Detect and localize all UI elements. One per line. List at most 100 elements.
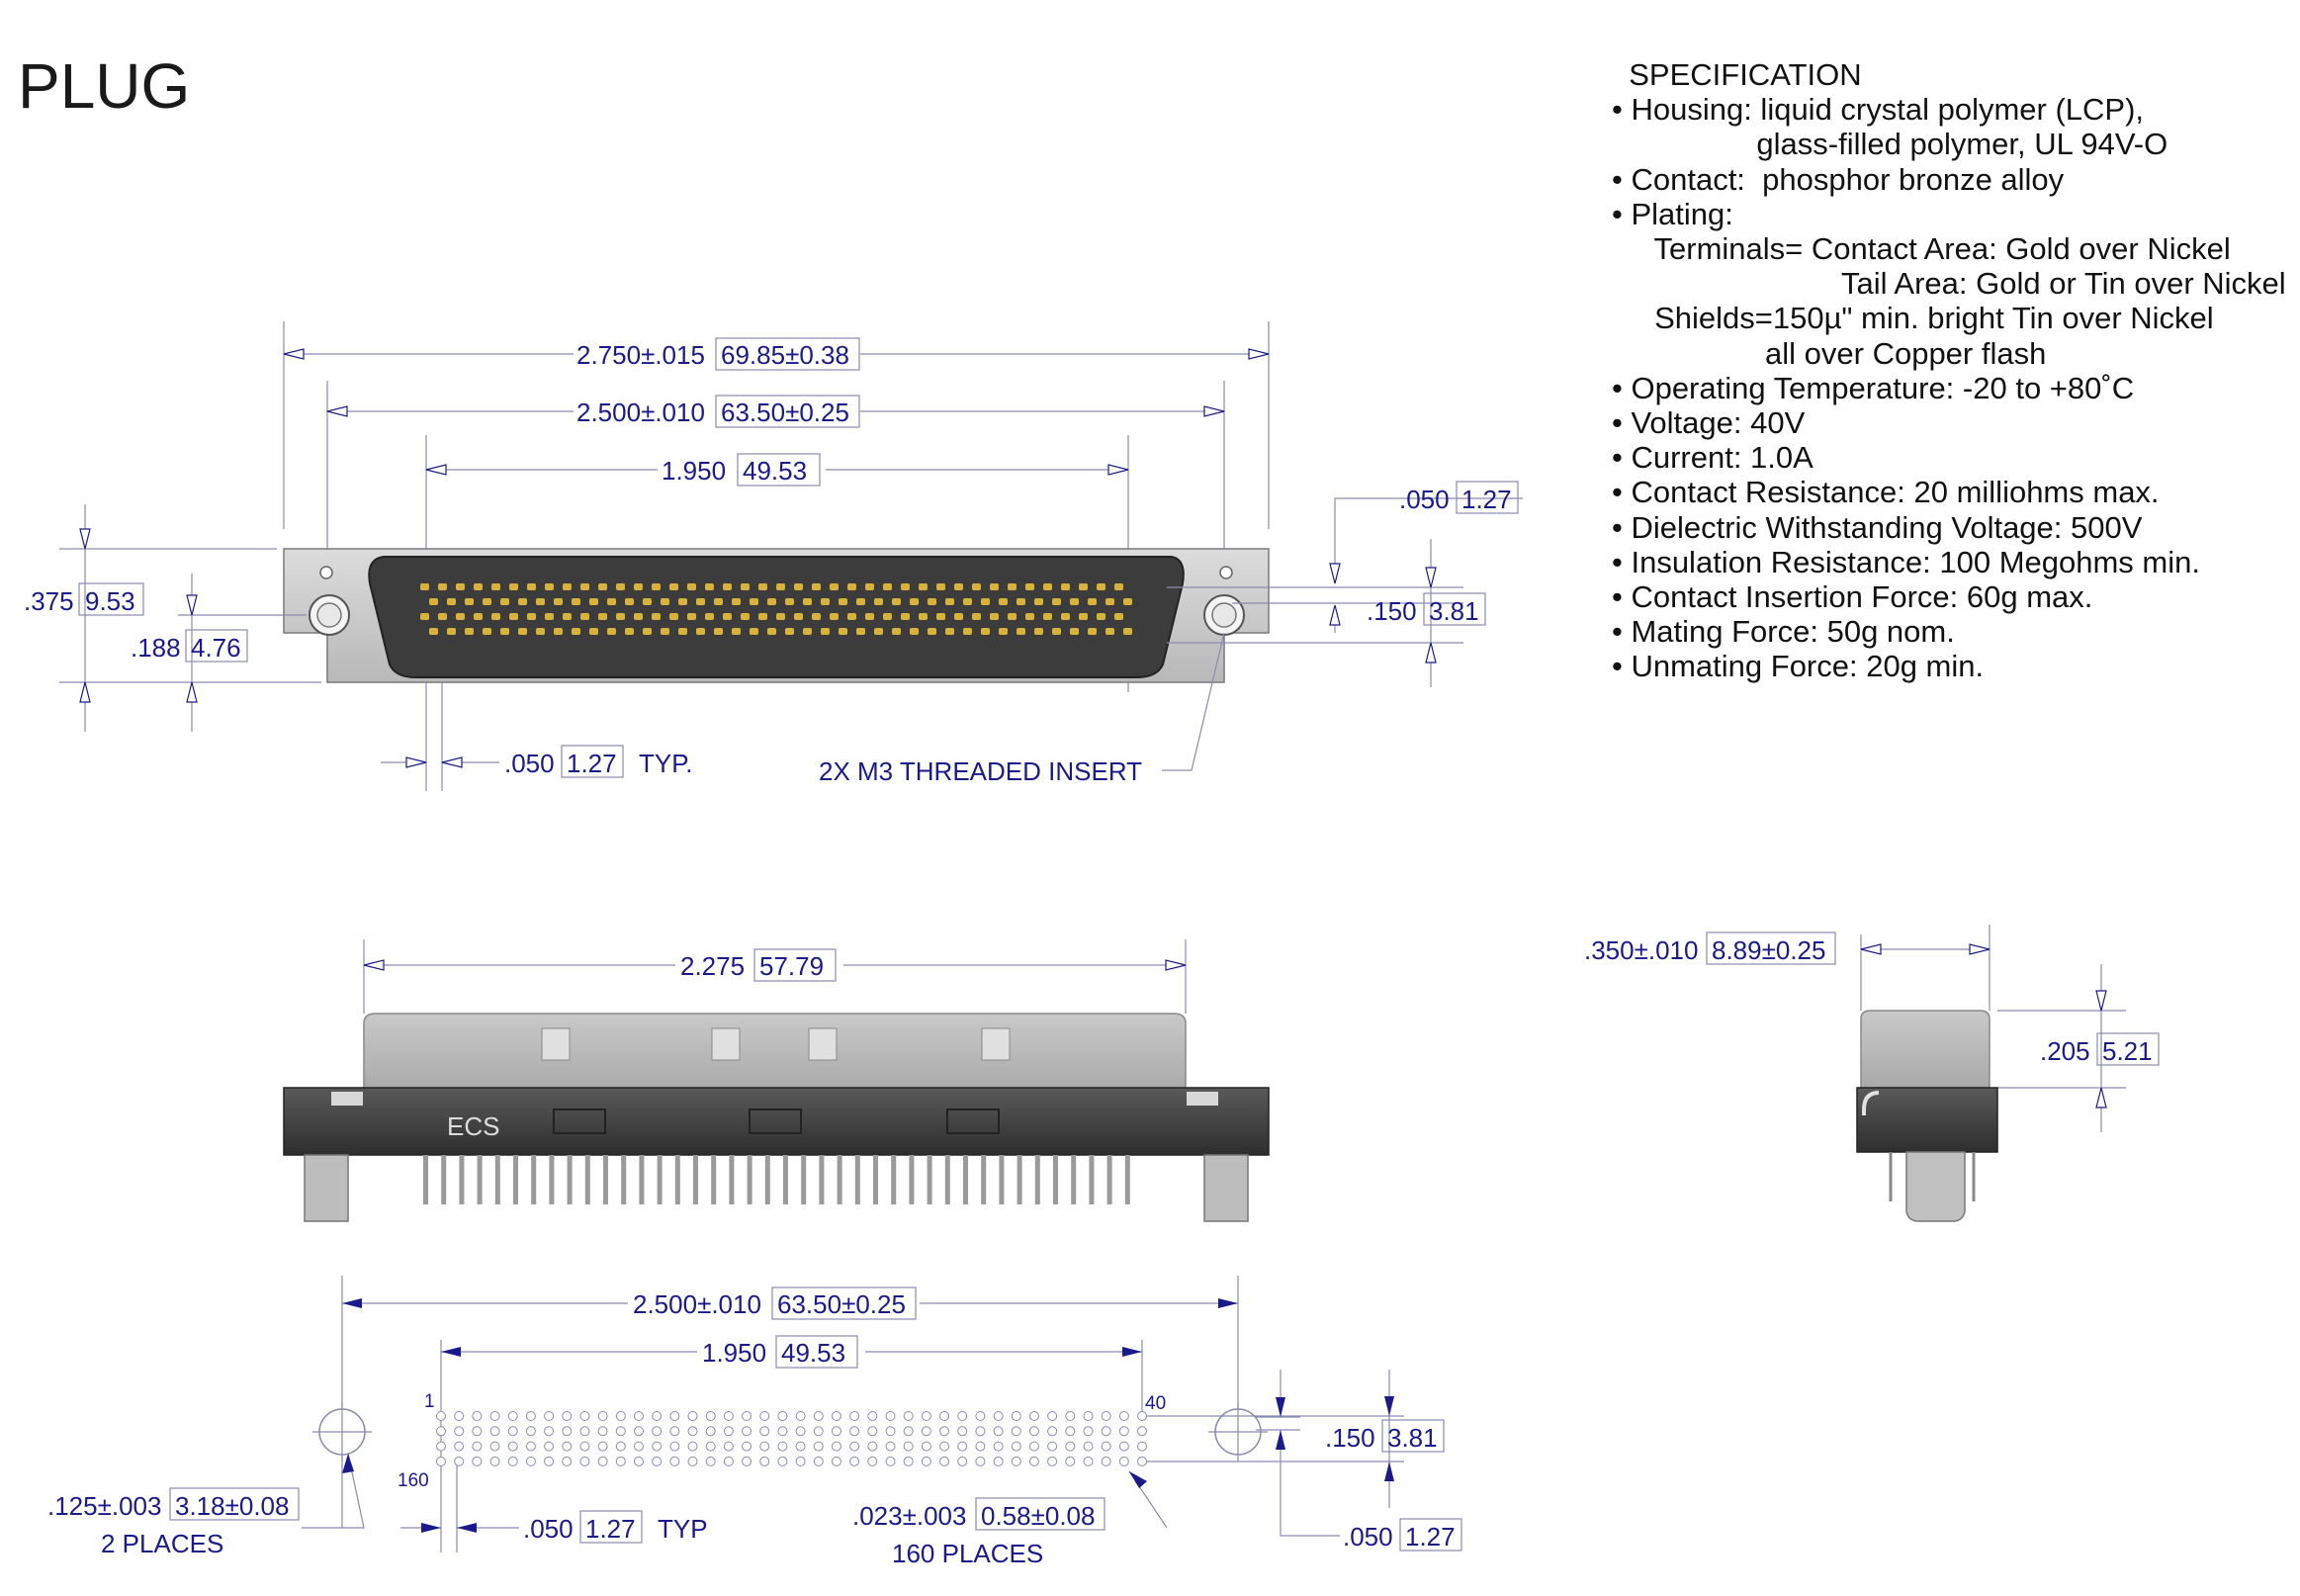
pin-hole bbox=[975, 1441, 986, 1452]
contact bbox=[856, 598, 865, 605]
contact bbox=[1106, 628, 1114, 635]
pin-hole bbox=[544, 1441, 555, 1452]
dim-overall-inch: 2.750±.015 bbox=[576, 340, 705, 370]
dim-mount-inch: 2.500±.010 bbox=[576, 398, 705, 427]
contact bbox=[1017, 628, 1025, 635]
pin-hole bbox=[1137, 1441, 1148, 1452]
pin-hole bbox=[705, 1411, 716, 1421]
pin bbox=[1034, 1155, 1040, 1204]
pin-hole bbox=[1101, 1426, 1111, 1437]
pin bbox=[567, 1155, 573, 1204]
dim-overall-mm: 69.85±0.38 bbox=[721, 340, 849, 370]
contact bbox=[465, 598, 474, 605]
contact bbox=[972, 613, 981, 620]
pin-hole bbox=[957, 1441, 968, 1452]
contact bbox=[785, 628, 794, 635]
pin-hole bbox=[687, 1441, 698, 1452]
contact bbox=[456, 613, 465, 620]
pin-hole bbox=[993, 1456, 1004, 1466]
spec-line: • Operating Temperature: -20 to +80˚C bbox=[1612, 370, 2135, 405]
pin-hole bbox=[562, 1426, 573, 1437]
contact bbox=[856, 628, 865, 635]
pin-hole bbox=[652, 1411, 663, 1421]
pin bbox=[441, 1155, 447, 1204]
pin bbox=[729, 1155, 735, 1204]
pin bbox=[1053, 1155, 1058, 1204]
pin-hole bbox=[1011, 1441, 1021, 1452]
contact bbox=[607, 628, 616, 635]
contact bbox=[696, 598, 705, 605]
pin-hole bbox=[633, 1411, 644, 1421]
pin-hole bbox=[705, 1426, 716, 1437]
pin-hole bbox=[1083, 1456, 1094, 1466]
pin-hole bbox=[562, 1456, 573, 1466]
pin-hole bbox=[993, 1411, 1004, 1421]
spec-line: • Current: 1.0A bbox=[1612, 440, 1813, 476]
contact bbox=[1034, 598, 1043, 605]
pin-hole bbox=[562, 1441, 573, 1452]
pin-hole bbox=[687, 1411, 698, 1421]
pin-hole bbox=[489, 1411, 500, 1421]
contact bbox=[652, 583, 661, 590]
contact bbox=[1008, 613, 1017, 620]
pin-hole bbox=[525, 1441, 536, 1452]
contact bbox=[1079, 583, 1088, 590]
contact bbox=[1123, 598, 1132, 605]
pin bbox=[513, 1155, 518, 1204]
contact bbox=[910, 598, 919, 605]
pin-hole bbox=[742, 1441, 752, 1452]
pin-hole bbox=[903, 1411, 914, 1421]
pin-hole bbox=[525, 1456, 536, 1466]
pin-hole bbox=[597, 1441, 608, 1452]
pin-hole bbox=[705, 1456, 716, 1466]
contact bbox=[491, 613, 500, 620]
contact bbox=[500, 628, 509, 635]
contact bbox=[554, 598, 563, 605]
pin-hole bbox=[489, 1441, 500, 1452]
fp-dim-pin-hole-mm: 0.58±0.08 bbox=[981, 1501, 1095, 1531]
pin-hole bbox=[687, 1426, 698, 1437]
spec-line: SPECIFICATION bbox=[1612, 57, 1862, 92]
contact bbox=[945, 598, 954, 605]
pin bbox=[944, 1155, 950, 1204]
pin-hole bbox=[1118, 1426, 1129, 1437]
spec-line: • Mating Force: 50g nom. bbox=[1612, 614, 1955, 650]
pin-hole bbox=[454, 1456, 465, 1466]
contact bbox=[616, 613, 625, 620]
pin-hole bbox=[939, 1441, 950, 1452]
contact bbox=[928, 598, 936, 605]
pin-hole bbox=[795, 1456, 806, 1466]
spec-line: • Contact Insertion Force: 60g max. bbox=[1612, 579, 2093, 615]
contact bbox=[981, 598, 990, 605]
contact bbox=[945, 628, 954, 635]
pin bbox=[477, 1155, 483, 1204]
pin-hole bbox=[669, 1441, 680, 1452]
contact bbox=[714, 598, 723, 605]
contact bbox=[661, 598, 669, 605]
pin-hole bbox=[975, 1411, 986, 1421]
pin bbox=[1071, 1155, 1077, 1204]
contact bbox=[741, 583, 750, 590]
contact bbox=[589, 628, 598, 635]
threaded-insert-label: 2X M3 THREADED INSERT bbox=[819, 756, 1142, 786]
contact bbox=[625, 628, 634, 635]
pin-hole bbox=[633, 1426, 644, 1437]
pin-hole bbox=[742, 1426, 752, 1437]
contact bbox=[723, 613, 732, 620]
spec-line: • Housing: liquid crystal polymer (LCP), bbox=[1612, 92, 2145, 128]
pin-hole bbox=[1118, 1411, 1129, 1421]
pin-hole bbox=[1065, 1411, 1076, 1421]
pin-hole bbox=[1137, 1426, 1148, 1437]
brand-mark: ECS bbox=[447, 1111, 499, 1141]
contact bbox=[1114, 583, 1123, 590]
pin-hole bbox=[742, 1411, 752, 1421]
contact bbox=[794, 613, 803, 620]
pin-hole bbox=[813, 1441, 824, 1452]
pin bbox=[999, 1155, 1005, 1204]
pin bbox=[584, 1155, 590, 1204]
contact bbox=[999, 628, 1008, 635]
pin-hole bbox=[939, 1411, 950, 1421]
contact bbox=[634, 583, 643, 590]
contact bbox=[732, 628, 741, 635]
